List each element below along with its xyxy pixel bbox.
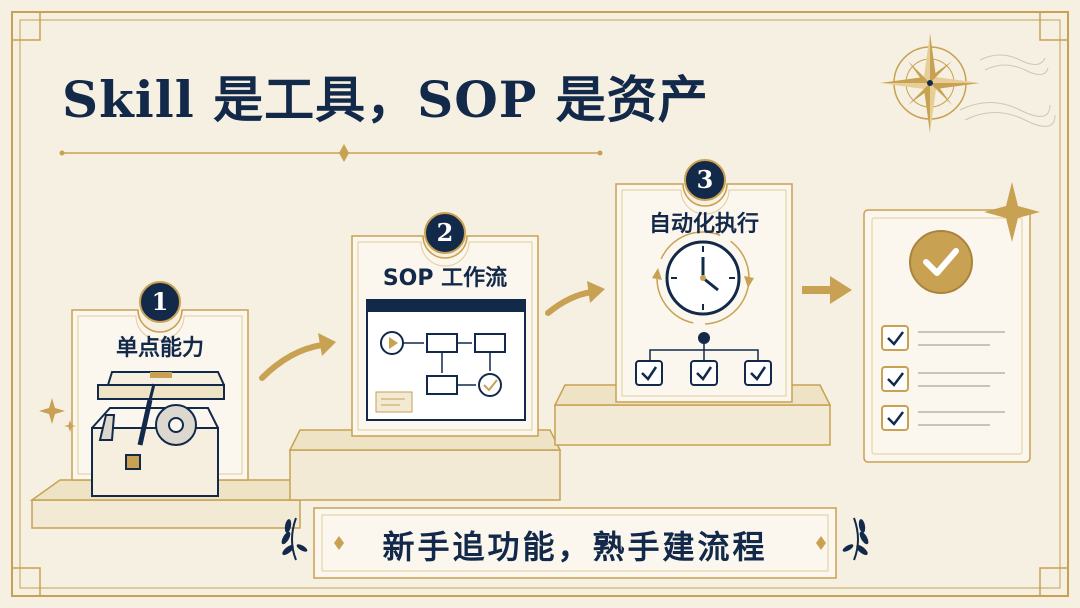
- wave-lines-decoration: [959, 54, 1056, 127]
- step-3-number-badge: 3: [696, 165, 714, 194]
- toolbox-icon: [91, 371, 225, 497]
- checklist-icon: [881, 230, 1005, 431]
- star-sparkle-icon: [984, 182, 1040, 242]
- arrow-1-to-2: [259, 333, 336, 381]
- clock-automation-icon: [635, 231, 772, 386]
- motto-banner: [313, 507, 837, 579]
- step-2-label: SOP 工作流: [382, 266, 508, 291]
- decorative-frame: [11, 11, 1069, 597]
- step-2-number-badge: 2: [436, 218, 454, 247]
- title-divider: [59, 144, 603, 162]
- step-1-number-badge: 1: [151, 287, 169, 316]
- workflow-window-icon: [366, 299, 526, 421]
- arrow-3-to-result: [802, 276, 852, 304]
- step-1-label: 单点能力: [115, 336, 204, 361]
- laurel-right-icon: [842, 517, 869, 561]
- step-3-label: 自动化执行: [648, 212, 759, 237]
- motto-text: 新手追功能，熟手建流程: [382, 528, 768, 566]
- result-card: [863, 209, 1031, 463]
- sparkle-icon: [39, 398, 76, 432]
- arrow-2-to-3: [545, 281, 605, 316]
- page-title: Skill 是工具，SOP 是资产: [62, 70, 709, 129]
- compass-rose-icon: [880, 33, 980, 133]
- laurel-left-icon: [281, 517, 308, 561]
